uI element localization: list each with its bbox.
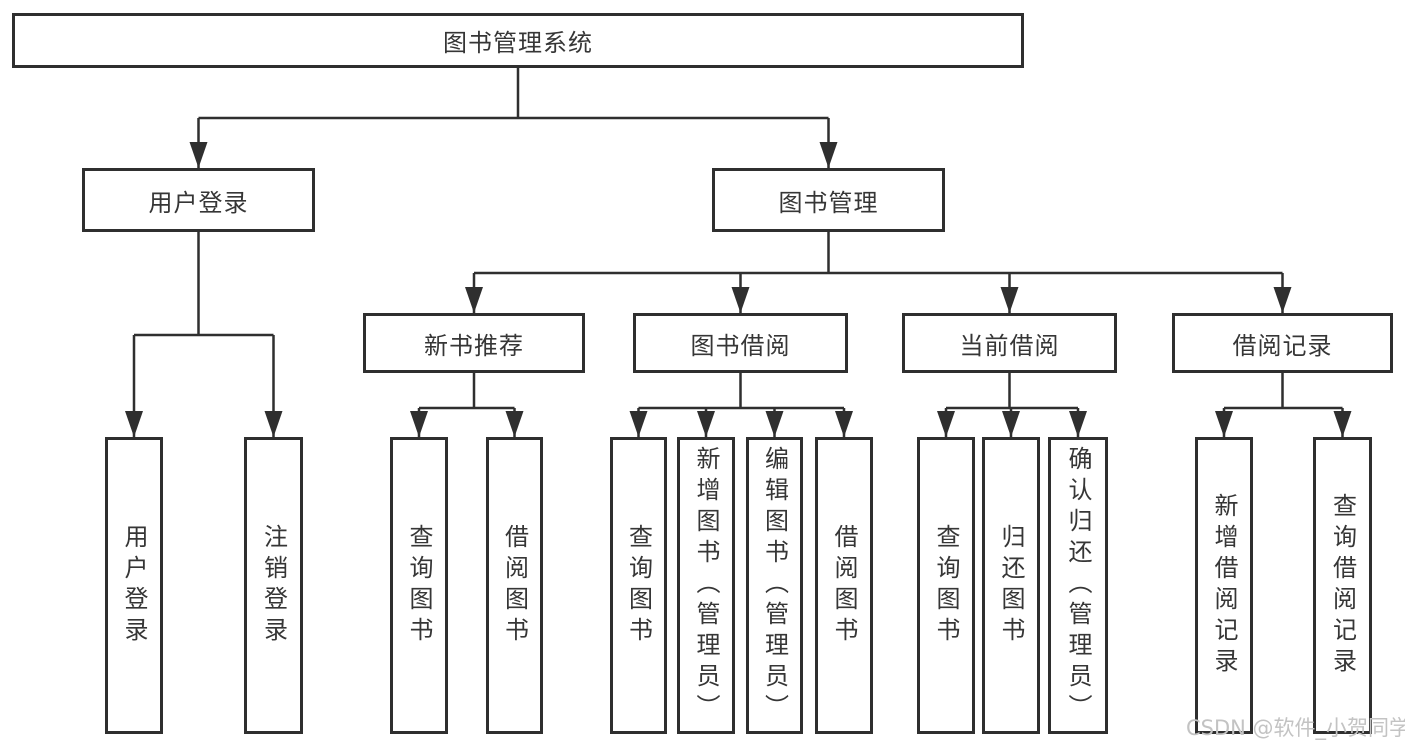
leaf-query-borrow-record: 查询借阅记录	[1313, 437, 1372, 734]
arrow-down-icon	[697, 411, 715, 437]
arrow-down-icon	[765, 411, 784, 437]
leaf-current-query-books-label: 查询图书	[932, 523, 960, 648]
arrow-down-icon	[1069, 411, 1087, 437]
node-new-book-recommend-label: 新书推荐	[424, 331, 524, 360]
leaf-borrowing-borrow-books-label: 借阅图书	[830, 523, 858, 648]
arrow-down-icon	[410, 411, 428, 437]
arrow-down-icon	[629, 411, 648, 437]
arrow-down-icon	[1002, 411, 1020, 437]
leaf-newbook-query-books-label: 查询图书	[405, 523, 433, 648]
node-book-management: 图书管理	[712, 168, 945, 232]
node-book-management-label: 图书管理	[778, 188, 879, 217]
arrow-down-icon	[1333, 411, 1352, 437]
csdn-watermark: CSDN @软件_小贺同学	[1186, 716, 1405, 740]
arrow-down-icon	[1273, 287, 1292, 313]
arrow-down-icon	[465, 287, 483, 313]
arrow-down-icon	[125, 411, 143, 437]
node-root: 图书管理系统	[12, 13, 1024, 68]
leaf-newbook-borrow-books: 借阅图书	[486, 437, 543, 734]
connector-path	[132, 68, 1344, 437]
leaf-user-login: 用户登录	[105, 437, 163, 734]
arrow-down-icon	[937, 411, 955, 437]
leaf-return-books: 归还图书	[982, 437, 1040, 734]
leaf-logout-login-label: 注销登录	[259, 523, 288, 648]
arrow-down-icon	[1215, 411, 1233, 437]
node-book-borrowing-label: 图书借阅	[690, 331, 791, 360]
arrowheads	[125, 142, 1352, 437]
leaf-borrowing-query-books-label: 查询图书	[624, 523, 653, 648]
node-book-borrowing: 图书借阅	[633, 313, 848, 373]
node-user-login-label: 用户登录	[148, 188, 249, 217]
leaf-user-login-label: 用户登录	[120, 523, 148, 648]
arrow-down-icon	[819, 142, 838, 168]
leaf-edit-books-admin: 编辑图书（管理员）	[746, 437, 803, 734]
leaf-add-borrow-record-label: 新增借阅记录	[1210, 492, 1238, 679]
leaf-add-books-admin: 新增图书（管理员）	[677, 437, 735, 734]
arrow-down-icon	[835, 411, 853, 437]
leaf-return-books-label: 归还图书	[997, 523, 1025, 648]
leaf-logout-login: 注销登录	[244, 437, 303, 734]
arrow-down-icon	[264, 411, 283, 437]
leaf-add-borrow-record: 新增借阅记录	[1195, 437, 1253, 734]
arrow-down-icon	[731, 287, 750, 313]
node-borrow-records: 借阅记录	[1172, 313, 1393, 373]
leaf-edit-books-admin-label: 编辑图书（管理员）	[760, 446, 789, 725]
leaf-confirm-return-admin: 确认归还（管理员）	[1048, 437, 1108, 734]
leaf-borrowing-query-books: 查询图书	[610, 437, 667, 734]
node-borrow-records-label: 借阅记录	[1232, 331, 1333, 360]
arrow-down-icon	[189, 142, 208, 168]
node-current-borrowing: 当前借阅	[902, 313, 1117, 373]
leaf-current-query-books: 查询图书	[917, 437, 975, 734]
arrow-down-icon	[1000, 287, 1019, 313]
leaf-query-borrow-record-label: 查询借阅记录	[1328, 492, 1357, 679]
node-root-label: 图书管理系统	[443, 29, 593, 57]
leaf-newbook-borrow-books-label: 借阅图书	[500, 523, 529, 648]
node-current-borrowing-label: 当前借阅	[959, 331, 1060, 360]
leaf-add-books-admin-label: 新增图书（管理员）	[692, 446, 720, 725]
leaf-borrowing-borrow-books: 借阅图书	[815, 437, 873, 734]
node-new-book-recommend: 新书推荐	[363, 313, 585, 373]
leaf-confirm-return-admin-label: 确认归还（管理员）	[1064, 446, 1092, 725]
leaf-newbook-query-books: 查询图书	[390, 437, 448, 734]
node-user-login: 用户登录	[82, 168, 315, 232]
arrow-down-icon	[505, 411, 524, 437]
